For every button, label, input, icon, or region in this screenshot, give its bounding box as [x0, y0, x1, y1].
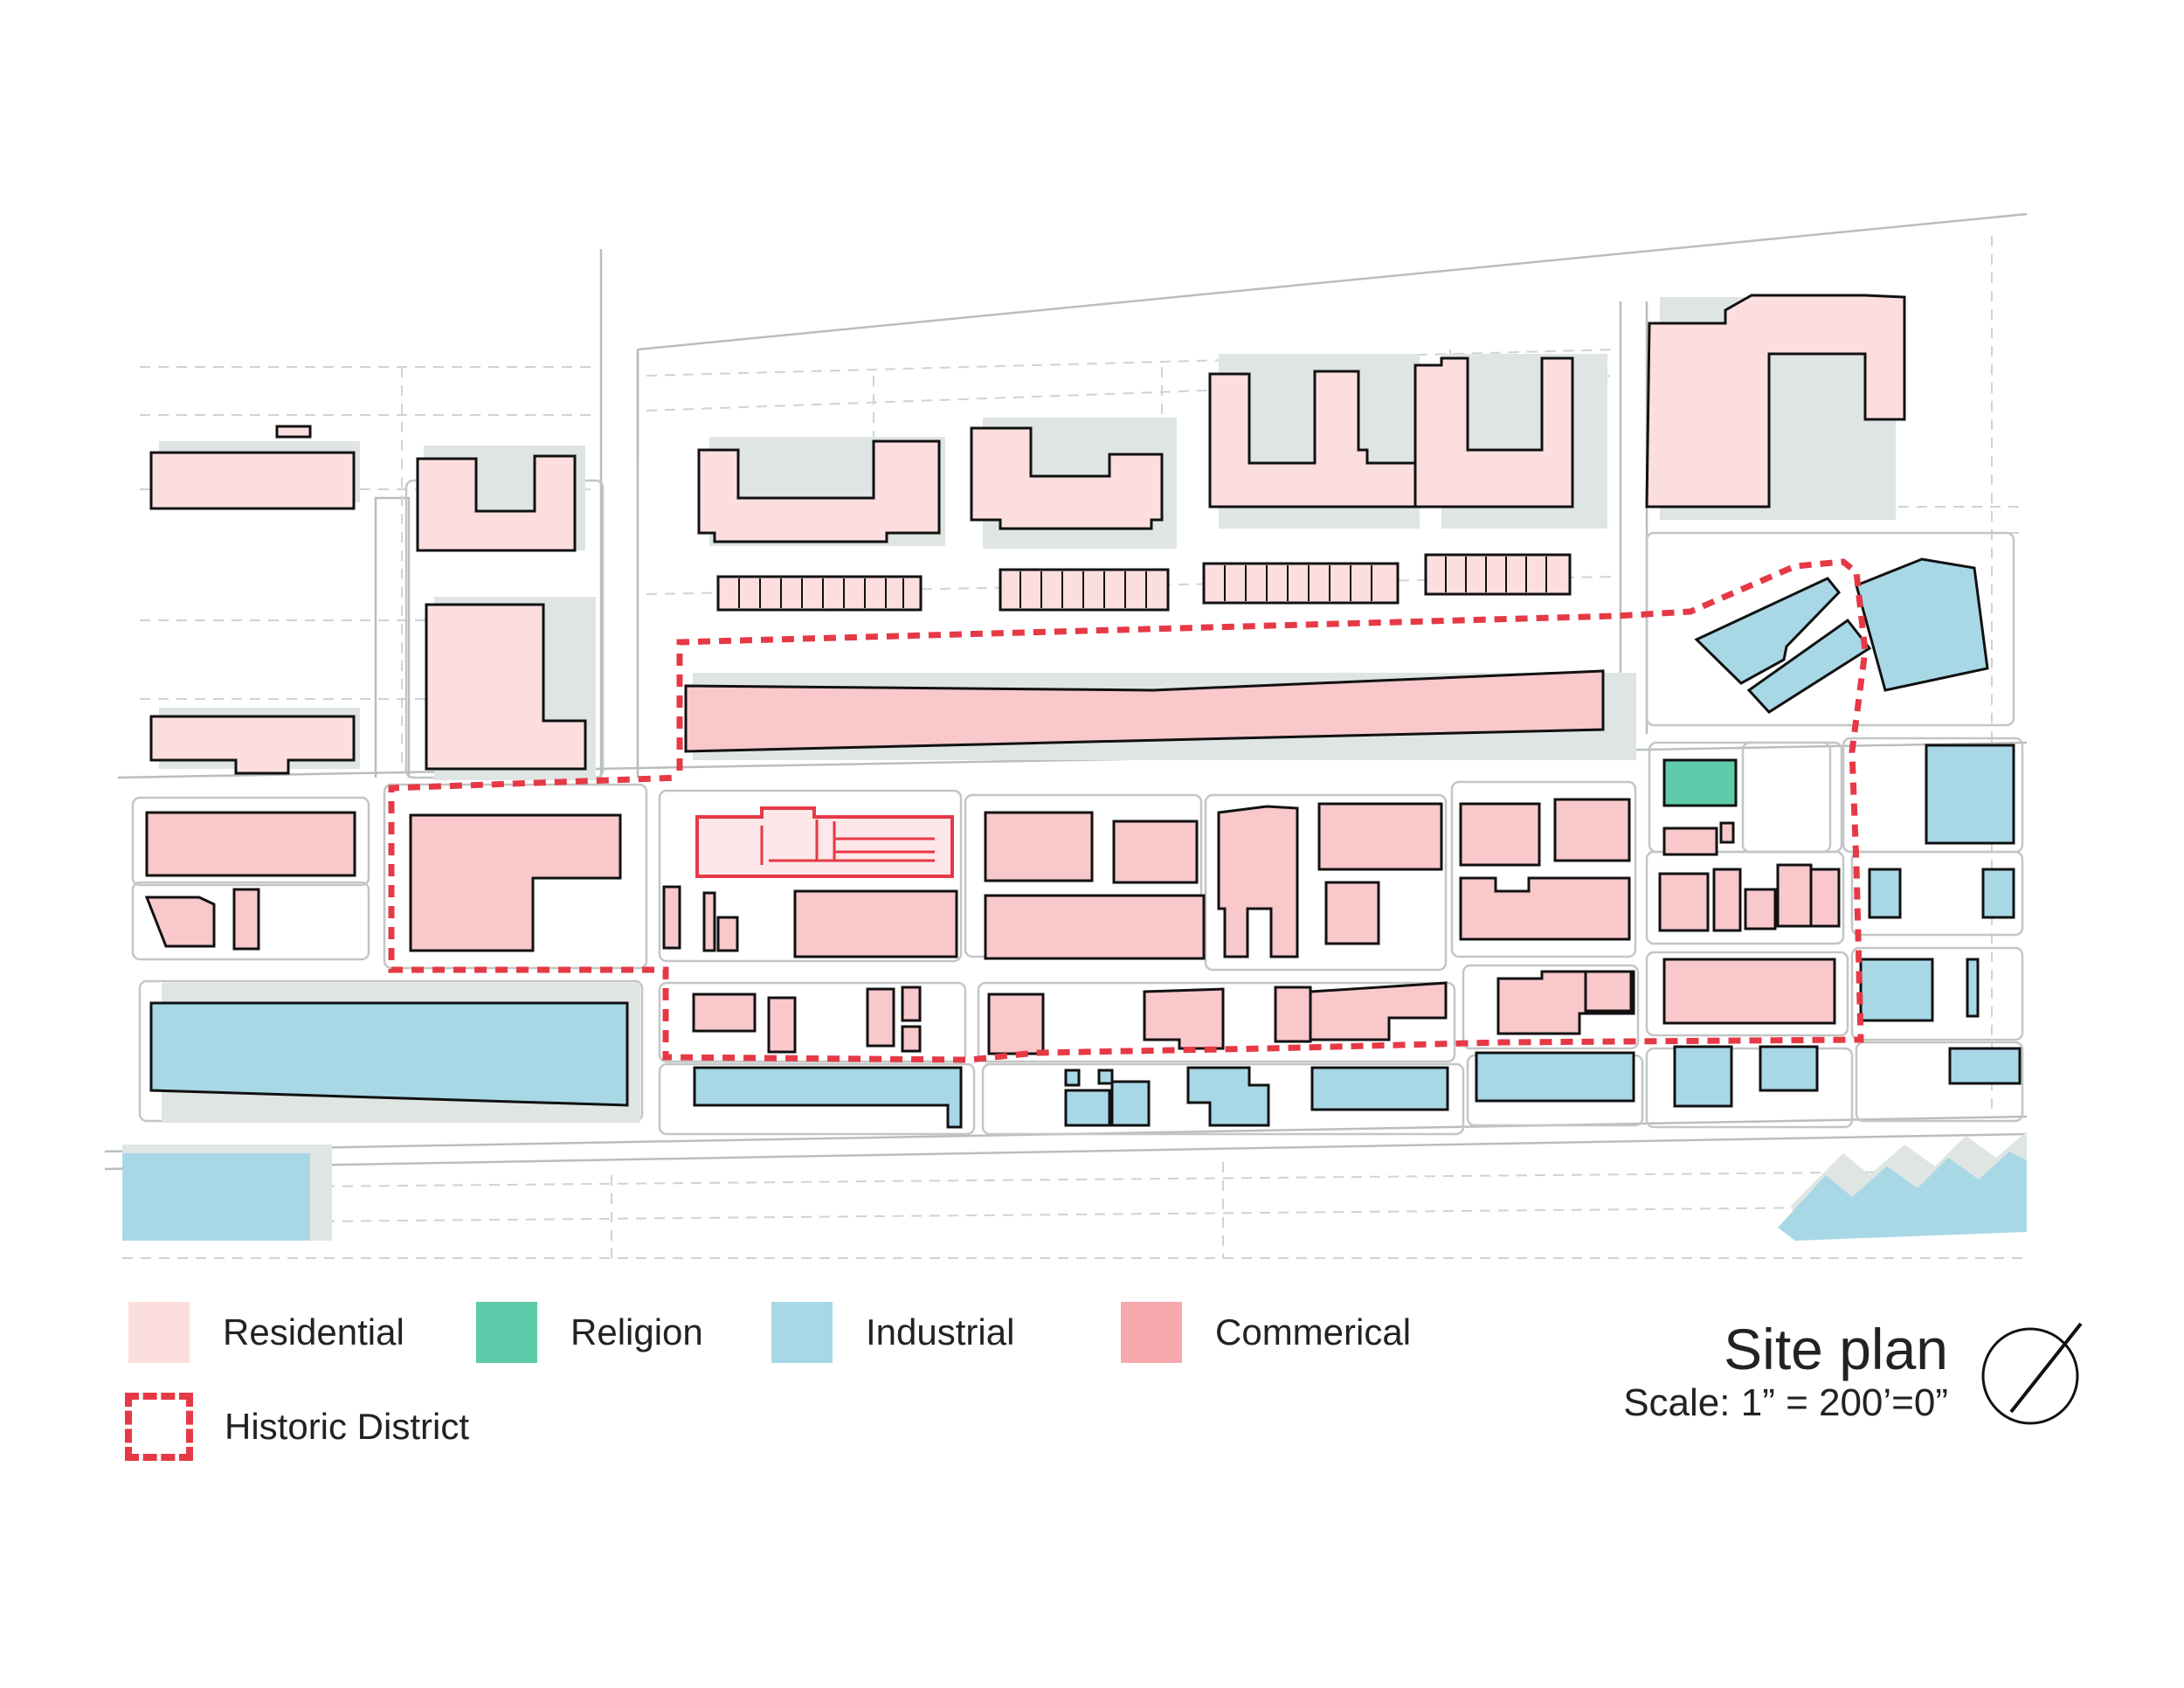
- commercial-buildings: [144, 798, 1841, 1055]
- religion-building: [1662, 758, 1738, 807]
- rowhouses: [716, 553, 1572, 612]
- legend-label-commercial: Commerical: [1215, 1311, 1412, 1352]
- legend-label-historic-district: Historic District: [225, 1406, 469, 1447]
- industrial-swatch: [771, 1302, 833, 1363]
- map-scale: Scale: 1” = 200’=0”: [1623, 1380, 1948, 1424]
- industrial-buildings: [122, 557, 2027, 1241]
- residential-buildings: [149, 294, 1906, 775]
- legend-label-religion: Religion: [570, 1311, 703, 1352]
- legend-religion: Religion: [476, 1302, 703, 1363]
- project-site: [695, 806, 954, 878]
- historic-district-boundary: [388, 558, 1869, 1063]
- legend-residential: Residential: [128, 1302, 404, 1363]
- title-block: Site plan Scale: 1” = 200’=0”: [1623, 1318, 1948, 1425]
- legend-commercial: Commerical: [1121, 1302, 1411, 1363]
- religion-swatch: [476, 1302, 537, 1363]
- map-title: Site plan: [1724, 1317, 1948, 1381]
- residential-swatch: [128, 1302, 190, 1363]
- legend-historic-district: Historic District: [125, 1393, 469, 1461]
- north-arrow-icon: [1981, 1322, 2083, 1425]
- legend-industrial: Industrial: [771, 1302, 1014, 1363]
- legend-label-industrial: Industrial: [866, 1311, 1015, 1352]
- legend-label-residential: Residential: [223, 1311, 404, 1352]
- commercial-swatch: [1121, 1302, 1182, 1363]
- historic-district-swatch: [125, 1393, 193, 1461]
